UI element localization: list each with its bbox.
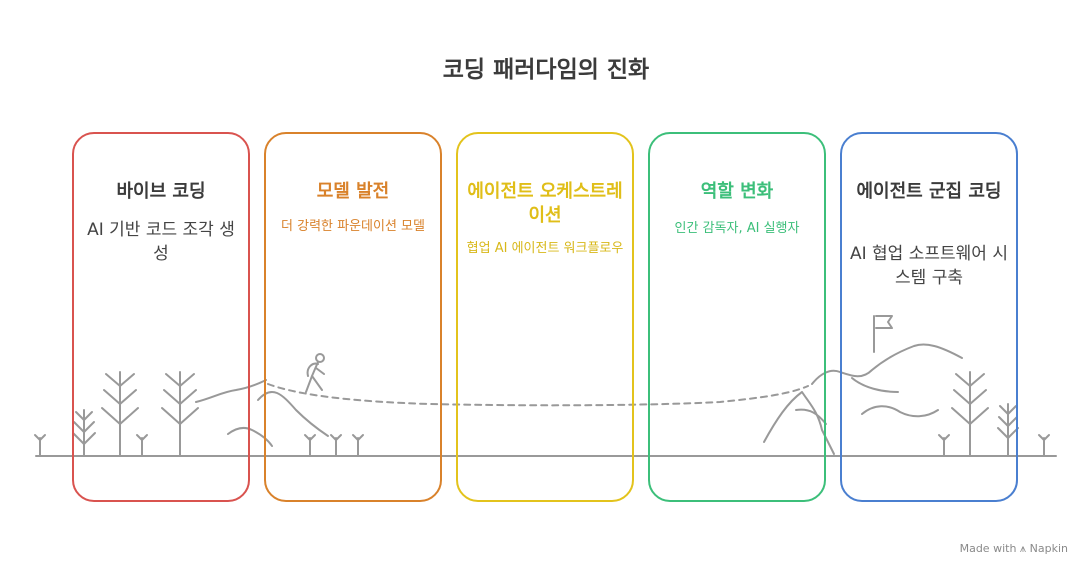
made-with-label: Made with bbox=[959, 542, 1017, 555]
tree-icon bbox=[997, 403, 1019, 457]
stage-title: 역할 변화 bbox=[700, 181, 774, 202]
grass-icon bbox=[938, 434, 950, 457]
hill-line bbox=[795, 408, 827, 425]
stage-card-role-change: 역할 변화 인간 감독자, AI 실행자 bbox=[648, 132, 826, 502]
grass-icon bbox=[304, 434, 316, 457]
stage-card-agent-swarm-coding: 에이전트 군집 코딩 AI 협업 소프트웨어 시스템 구축 bbox=[840, 132, 1018, 502]
hill-line bbox=[227, 426, 273, 447]
stage-description: 인간 감독자, AI 실행자 bbox=[674, 221, 800, 236]
grass-icon bbox=[34, 434, 46, 457]
flag-icon bbox=[873, 315, 893, 353]
mountain-outline bbox=[811, 343, 963, 385]
tree-icon bbox=[951, 371, 989, 457]
grass-icon bbox=[1038, 434, 1050, 457]
napkin-logo-icon: ⩚ bbox=[1019, 542, 1027, 555]
hiker-icon bbox=[305, 353, 325, 393]
stage-description: 협업 AI 에이전트 워크플로우 bbox=[466, 241, 624, 256]
stage-description: 더 강력한 파운데이션 모델 bbox=[281, 219, 425, 234]
stage-description: AI 기반 코드 조각 생성 bbox=[87, 220, 235, 264]
brand-label: Napkin bbox=[1029, 542, 1068, 555]
tree-icon bbox=[101, 371, 139, 457]
diagram-title: 코딩 패러다임의 진화 bbox=[442, 57, 650, 83]
stage-title: 바이브 코딩 bbox=[116, 181, 206, 202]
tree-icon bbox=[161, 371, 199, 457]
hill-line bbox=[257, 390, 329, 437]
made-with-footer: Made with ⩚ Napkin bbox=[960, 542, 1068, 556]
tree-icon bbox=[72, 409, 96, 457]
stage-card-vibe-coding: 바이브 코딩 AI 기반 코드 조각 생성 bbox=[72, 132, 250, 502]
stage-title: 에이전트 군집 코딩 bbox=[856, 181, 1002, 202]
grass-icon bbox=[352, 434, 364, 457]
stage-title: 모델 발전 bbox=[316, 181, 390, 202]
grass-icon bbox=[136, 434, 148, 457]
stage-card-model-advance: 모델 발전 더 강력한 파운데이션 모델 bbox=[264, 132, 442, 502]
hill-line bbox=[195, 379, 267, 403]
stage-description: AI 협업 소프트웨어 시스템 구축 bbox=[850, 244, 1008, 288]
mountain-line bbox=[851, 377, 899, 393]
hill-line bbox=[763, 391, 835, 455]
grass-icon bbox=[330, 434, 342, 457]
path-dashed-line bbox=[267, 383, 809, 407]
stage-card-agent-orchestration: 에이전트 오케스트레이션 협업 AI 에이전트 워크플로우 bbox=[456, 132, 634, 502]
mountain-line bbox=[861, 405, 939, 418]
stage-title: 에이전트 오케스트레이션 bbox=[467, 181, 623, 226]
